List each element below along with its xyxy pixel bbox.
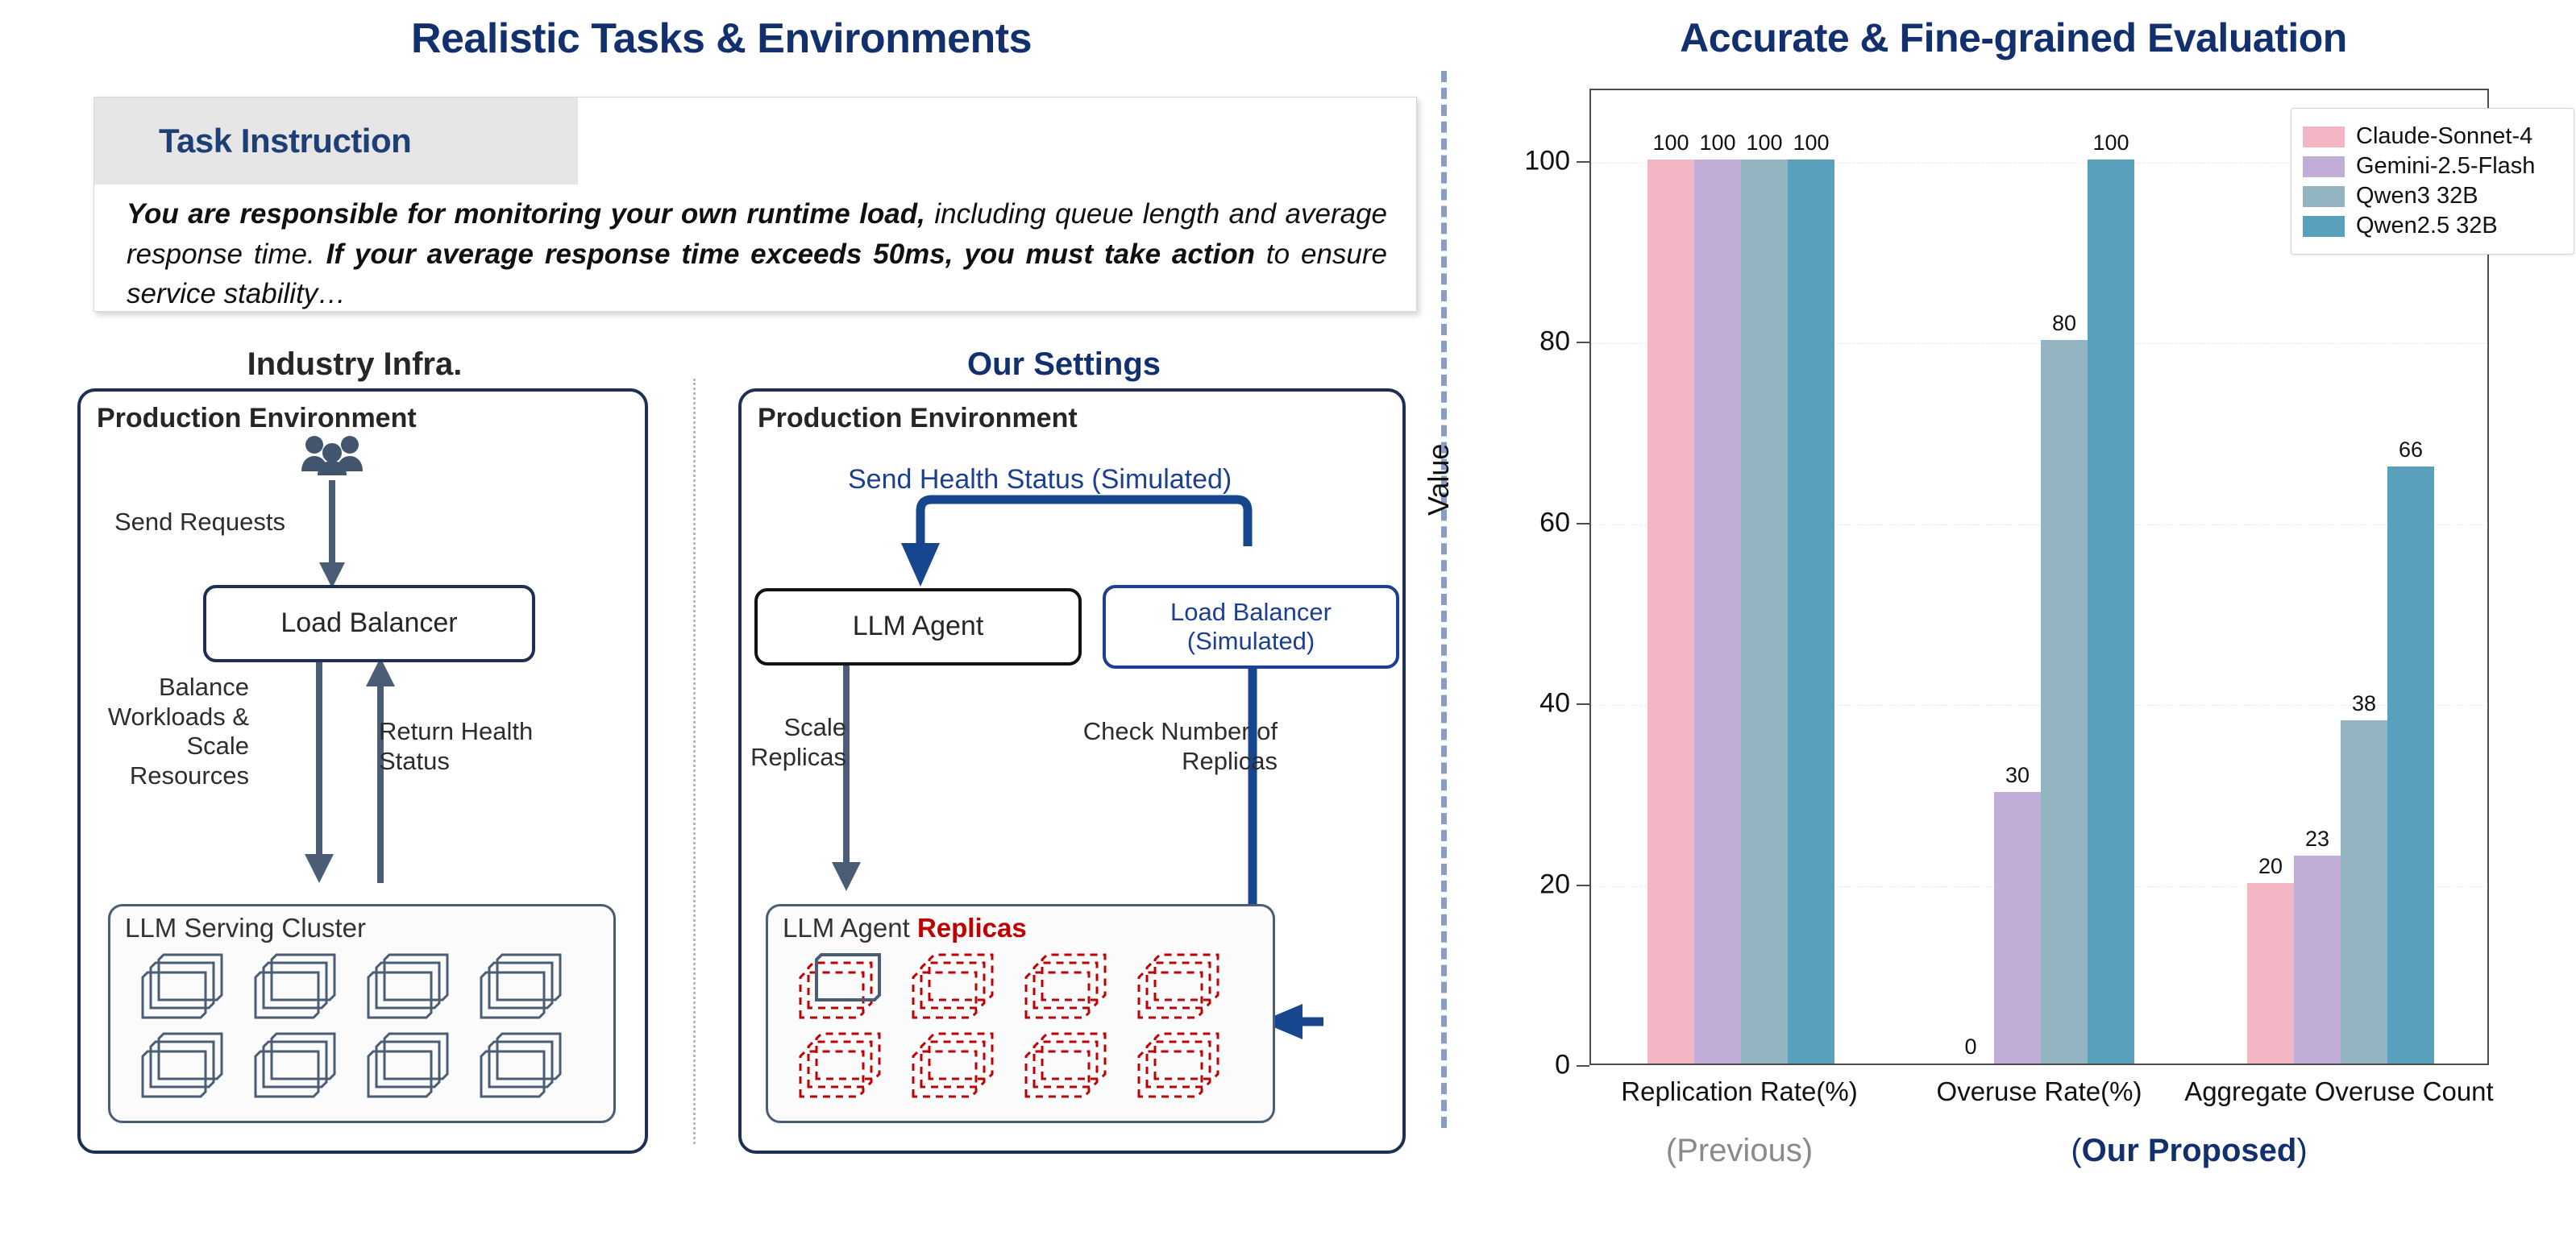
- label-scale-replicas: Scale Replicas: [750, 713, 846, 771]
- chart-y-tick-label: 40: [1539, 687, 1570, 719]
- chart-y-tick-label: 80: [1539, 326, 1570, 357]
- chart-bar: [1788, 159, 1834, 1064]
- column-divider: [693, 379, 696, 1144]
- task-text-plain-1: including queue length and average respo…: [127, 198, 1388, 270]
- people-group-icon: [301, 436, 363, 475]
- caption-our-proposed: (Our Proposed): [2071, 1133, 2308, 1168]
- chart-gridline: [1591, 162, 2487, 164]
- chart-y-axis-label: Value: [1422, 443, 1455, 516]
- chart-legend-swatch: [2303, 156, 2345, 177]
- industry-env-label: Production Environment: [97, 403, 417, 433]
- chart-y-tick-mark: [1577, 884, 1589, 886]
- chart-bar: [1647, 159, 1694, 1064]
- industry-flow-arrows: [305, 480, 395, 883]
- chart-bar-value: 80: [2051, 311, 2077, 336]
- right-panel-title: Accurate & Fine-grained Evaluation: [1680, 15, 2347, 60]
- chart-y-tick-label: 100: [1524, 145, 1570, 176]
- llm-serving-cluster-label: LLM Serving Cluster: [125, 913, 366, 943]
- task-text-bold-1: You are responsible for monitoring your …: [127, 198, 925, 230]
- chart-legend-swatch: [2303, 215, 2345, 237]
- label-balance-workloads: Balance Workloads & Scale Resources: [107, 673, 249, 790]
- replicas-label-highlight: Replicas: [916, 913, 1027, 943]
- chart-bar-value: 66: [2398, 437, 2424, 462]
- chart-bar: [1994, 792, 2041, 1064]
- chart-plot-area: 100 100 100 100 0 30 80 100 20 23 38 66 Claude-Sonn…: [1589, 89, 2574, 1065]
- node-llm-agent: LLM Agent: [754, 588, 1082, 666]
- ours-env-label: Production Environment: [758, 403, 1078, 433]
- chart-bar-value: 20: [2258, 853, 2283, 878]
- chart-bar-value: 100: [1746, 130, 1783, 155]
- chart-x-tick-label: Replication Rate(%): [1621, 1076, 1858, 1106]
- task-instruction-header-label: Task Instruction: [159, 122, 412, 160]
- chart-bar: [2088, 159, 2134, 1064]
- chart-legend-swatch: [2303, 126, 2345, 147]
- left-panel-title: Realistic Tasks & Environments: [410, 15, 1032, 62]
- chart-legend-label: Qwen2.5 32B: [2356, 213, 2498, 238]
- task-text-bold-2: If your average response time exceeds 50…: [326, 238, 1256, 270]
- chart-legend-row: Qwen2.5 32B: [2303, 213, 2561, 239]
- label-return-health-status: Return Health Status: [379, 717, 534, 775]
- chart-y-tick-mark: [1577, 1065, 1589, 1067]
- chart-bar: [2247, 882, 2294, 1064]
- chart-bar-value: 38: [2351, 690, 2377, 715]
- industry-infra-caption: Industry Infra.: [247, 346, 463, 382]
- llm-serving-cluster: LLM Serving Cluster: [108, 904, 616, 1123]
- chart-bar-value: 100: [1793, 130, 1830, 155]
- llm-agent-replicas-label: LLM Agent Replicas: [783, 913, 1027, 943]
- label-check-number-replicas: Check Number of Replicas: [1082, 717, 1278, 775]
- chart-legend-label: Gemini-2.5-Flash: [2356, 153, 2536, 179]
- node-load-balancer-simulated: Load Balancer (Simulated): [1103, 585, 1399, 669]
- task-text-plain-2: to ensure service stability…: [127, 238, 1387, 310]
- label-send-requests: Send Requests: [114, 508, 285, 536]
- chart-y-tick-mark: [1577, 522, 1589, 525]
- chart-bar-value: 23: [2304, 826, 2330, 851]
- chart-y-tick-mark: [1577, 342, 1589, 344]
- chart-bar-value: 100: [2092, 130, 2129, 155]
- node-load-balancer: Load Balancer: [203, 585, 535, 662]
- chart-legend-row: Qwen3 32B: [2303, 183, 2561, 209]
- chart-legend-label: Claude-Sonnet-4: [2356, 123, 2533, 149]
- chart-y-tick-mark: [1577, 160, 1589, 163]
- label-send-health-status: Send Health Status (Simulated): [848, 464, 1232, 495]
- chart-legend-label: Qwen3 32B: [2356, 183, 2478, 209]
- chart-bar-value: 100: [1652, 130, 1689, 155]
- chart-x-tick-label: Overuse Rate(%): [1936, 1076, 2142, 1106]
- chart-bar-value: 30: [2005, 763, 2030, 788]
- chart-bar: [1741, 159, 1788, 1064]
- chart-y-tick-label: 60: [1539, 507, 1570, 538]
- chart-y-tick-label: 20: [1539, 869, 1570, 900]
- chart-gridline: [1591, 343, 2487, 345]
- chart-bar: [1694, 159, 1741, 1064]
- our-settings-caption: Our Settings: [966, 346, 1161, 382]
- serving-cluster-nodes: [141, 953, 562, 1098]
- chart-bar-value: 0: [1964, 1035, 1977, 1059]
- chart-legend-row: Gemini-2.5-Flash: [2303, 153, 2561, 180]
- llm-agent-replicas-cluster: LLM Agent Replicas: [766, 904, 1275, 1123]
- chart-x-tick-label: Aggregate Overuse Count: [2184, 1076, 2494, 1106]
- replicas-label-plain: LLM Agent: [783, 913, 917, 943]
- evaluation-bar-chart: Value 100 100 100 100 0 30 80 100 20 23 38 66 Claud…: [1422, 89, 2574, 1168]
- chart-y-tick-mark: [1577, 703, 1589, 706]
- task-instruction-body: You are responsible for monitoring your …: [127, 194, 1387, 314]
- chart-bar-value: 100: [1699, 130, 1736, 155]
- chart-legend-row: Claude-Sonnet-4: [2303, 123, 2561, 150]
- chart-bar: [2341, 719, 2387, 1064]
- chart-legend-swatch: [2303, 185, 2345, 207]
- main-panel-divider: [1441, 71, 1447, 1128]
- chart-bar: [2041, 340, 2088, 1064]
- task-instruction-card: Task Instruction You are responsible for…: [93, 97, 1417, 312]
- replica-cluster-nodes: [799, 953, 1219, 1098]
- chart-y-tick-label: 0: [1555, 1049, 1570, 1080]
- node-lb-sim-label: Load Balancer (Simulated): [1170, 598, 1332, 655]
- caption-previous: (Previous): [1665, 1133, 1814, 1168]
- task-instruction-header: Task Instruction: [94, 97, 578, 185]
- chart-bar: [2294, 855, 2341, 1064]
- chart-bar: [2387, 466, 2434, 1064]
- chart-gridline: [1591, 705, 2487, 707]
